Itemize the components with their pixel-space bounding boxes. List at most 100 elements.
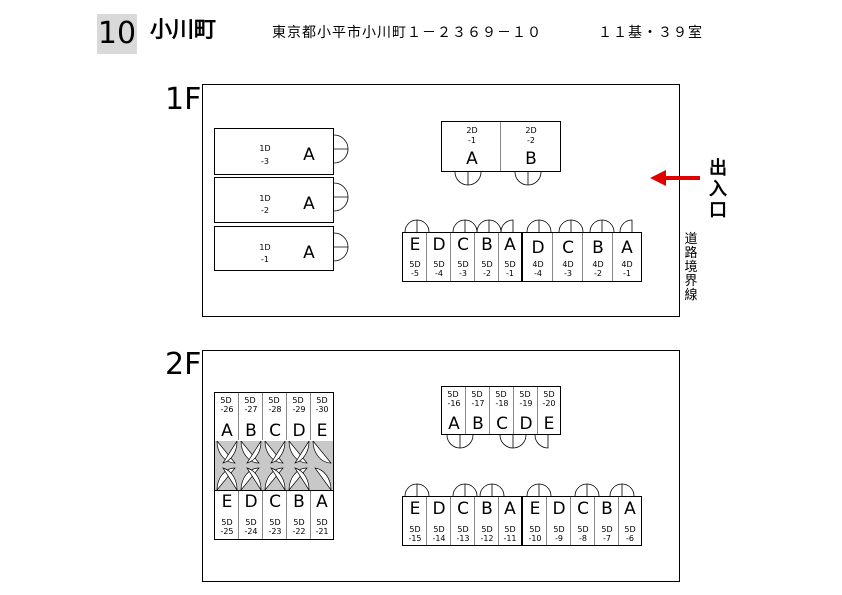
- locker-letter: D: [552, 499, 566, 519]
- locker-code: 4D: [532, 260, 544, 269]
- locker-letter: C: [496, 414, 508, 434]
- locker-row-4d: D 4D -4 C 4D -3 B 4D -2 A 4D -1: [522, 232, 642, 282]
- locker-row-5d-1-5: E 5D -5 D 5D -4 C 5D -3 B 5D -2 A 5D -1: [402, 232, 522, 282]
- locker-number: -15: [408, 534, 422, 543]
- locker-letter: D: [531, 238, 545, 258]
- locker-letter: A: [316, 492, 328, 512]
- locker-letter: A: [221, 421, 233, 441]
- locker-number: -24: [244, 527, 258, 536]
- locker-letter: A: [448, 414, 460, 434]
- locker-number: -25: [220, 527, 234, 536]
- locker-letter: D: [244, 492, 258, 512]
- locker-code: 5D: [601, 525, 613, 534]
- locker-4d-2: B 4D -2: [583, 233, 613, 281]
- locker-5d-12: B 5D -12: [475, 497, 499, 545]
- locker-5d-25: E 5D -25: [215, 491, 239, 539]
- locker-5d-14: D 5D -14: [427, 497, 451, 545]
- locker-letter: C: [562, 238, 574, 258]
- locker-5d-16: 5D -16 A: [442, 387, 466, 434]
- locker-code: 5D: [543, 390, 555, 399]
- locker-5d-17: 5D -17 B: [466, 387, 490, 434]
- town-name: 小川町: [150, 18, 217, 43]
- locker-1d-1: 1D -1 A: [214, 226, 334, 271]
- locker-code: 5D: [293, 518, 305, 527]
- locker-5d-26: 5D -26 A: [215, 393, 239, 440]
- locker-number: -13: [456, 534, 470, 543]
- locker-letter: A: [504, 235, 516, 255]
- locker-number: -16: [447, 399, 461, 408]
- locker-5d-27: 5D -27 B: [239, 393, 263, 440]
- locker-5d-19: 5D -19 D: [514, 387, 538, 434]
- locker-code: 5D: [457, 525, 469, 534]
- floor-1-plan: [202, 84, 680, 317]
- locker-code: 5D: [292, 396, 304, 405]
- locker-letter: A: [303, 194, 315, 214]
- locker-5d-10: E 5D -10: [523, 497, 547, 545]
- locker-code: 5D: [220, 396, 232, 405]
- locker-code: 5D: [457, 260, 469, 269]
- locker-letter: C: [269, 492, 281, 512]
- locker-letter: A: [621, 238, 633, 258]
- locker-letter: C: [457, 235, 469, 255]
- locker-number: -19: [519, 399, 533, 408]
- road-char: 境: [684, 260, 698, 275]
- locker-code: 4D: [621, 260, 633, 269]
- locker-number: -1: [261, 255, 269, 264]
- locker-5d-11: A 5D -11: [499, 497, 521, 545]
- locker-number: -28: [268, 405, 282, 414]
- locker-code: 5D: [433, 525, 445, 534]
- locker-number: -29: [292, 405, 306, 414]
- locker-code: 5D: [471, 390, 483, 399]
- locker-row-26-30: 5D -26 A 5D -27 B 5D -28 C 5D -29 D 5D -…: [215, 393, 333, 442]
- locker-number: -6: [626, 534, 634, 543]
- exit-arrow-icon: [650, 170, 700, 186]
- locker-code: 5D: [245, 518, 257, 527]
- locker-code: 5D: [504, 525, 516, 534]
- locker-5d-22: B 5D -22: [287, 491, 311, 539]
- locker-number: -21: [315, 527, 329, 536]
- locker-5d-3: C 5D -3: [451, 233, 475, 281]
- locker-1d-2: 1D -2 A: [214, 177, 334, 223]
- locker-5d-8: C 5D -8: [571, 497, 595, 545]
- locker-letter: B: [293, 492, 305, 512]
- locker-number: -1: [506, 269, 514, 278]
- locker-letter: D: [292, 421, 306, 441]
- locker-number: -1: [468, 136, 476, 145]
- locker-code: 1D: [259, 194, 271, 203]
- locker-5d-15: E 5D -15: [403, 497, 427, 545]
- locker-5d-24: D 5D -24: [239, 491, 263, 539]
- locker-code: 5D: [447, 390, 459, 399]
- locker-number: -4: [435, 269, 443, 278]
- locker-5d-28: 5D -28 C: [263, 393, 287, 440]
- road-char: 線: [684, 288, 698, 303]
- locker-code: 5D: [316, 518, 328, 527]
- locker-row-21-25: E 5D -25 D 5D -24 C 5D -23 B 5D -22 A 5D…: [215, 490, 333, 540]
- locker-letter: B: [472, 414, 484, 434]
- locker-2d-2: 2D -2 B: [501, 122, 560, 171]
- locker-code: 4D: [592, 260, 604, 269]
- exit-char: 口: [709, 200, 727, 221]
- road-char: 路: [684, 246, 698, 261]
- locker-letter: C: [577, 499, 589, 519]
- locker-number: -3: [261, 157, 269, 166]
- locker-code: 5D: [495, 390, 507, 399]
- locker-letter: E: [316, 421, 328, 441]
- locker-letter: A: [303, 243, 315, 263]
- locker-5d-13: C 5D -13: [451, 497, 475, 545]
- locker-number: -4: [534, 269, 542, 278]
- locker-code: 5D: [269, 518, 281, 527]
- floor-2-plan: [202, 350, 680, 582]
- locker-letter: E: [409, 235, 421, 255]
- building-number: 10: [97, 14, 137, 54]
- locker-letter: A: [504, 499, 516, 519]
- road-char: 界: [684, 274, 698, 289]
- locker-code: 2D: [466, 126, 478, 135]
- locker-number: -22: [292, 527, 306, 536]
- road-char: 道: [684, 232, 698, 247]
- locker-row-11-15: E 5D -15 D 5D -14 C 5D -13 B 5D -12 A 5D…: [402, 496, 522, 546]
- locker-number: -3: [564, 269, 572, 278]
- unit-count: １１基・３９室: [598, 25, 703, 41]
- locker-5d-21: A 5D -21: [311, 491, 333, 539]
- locker-letter: D: [432, 499, 446, 519]
